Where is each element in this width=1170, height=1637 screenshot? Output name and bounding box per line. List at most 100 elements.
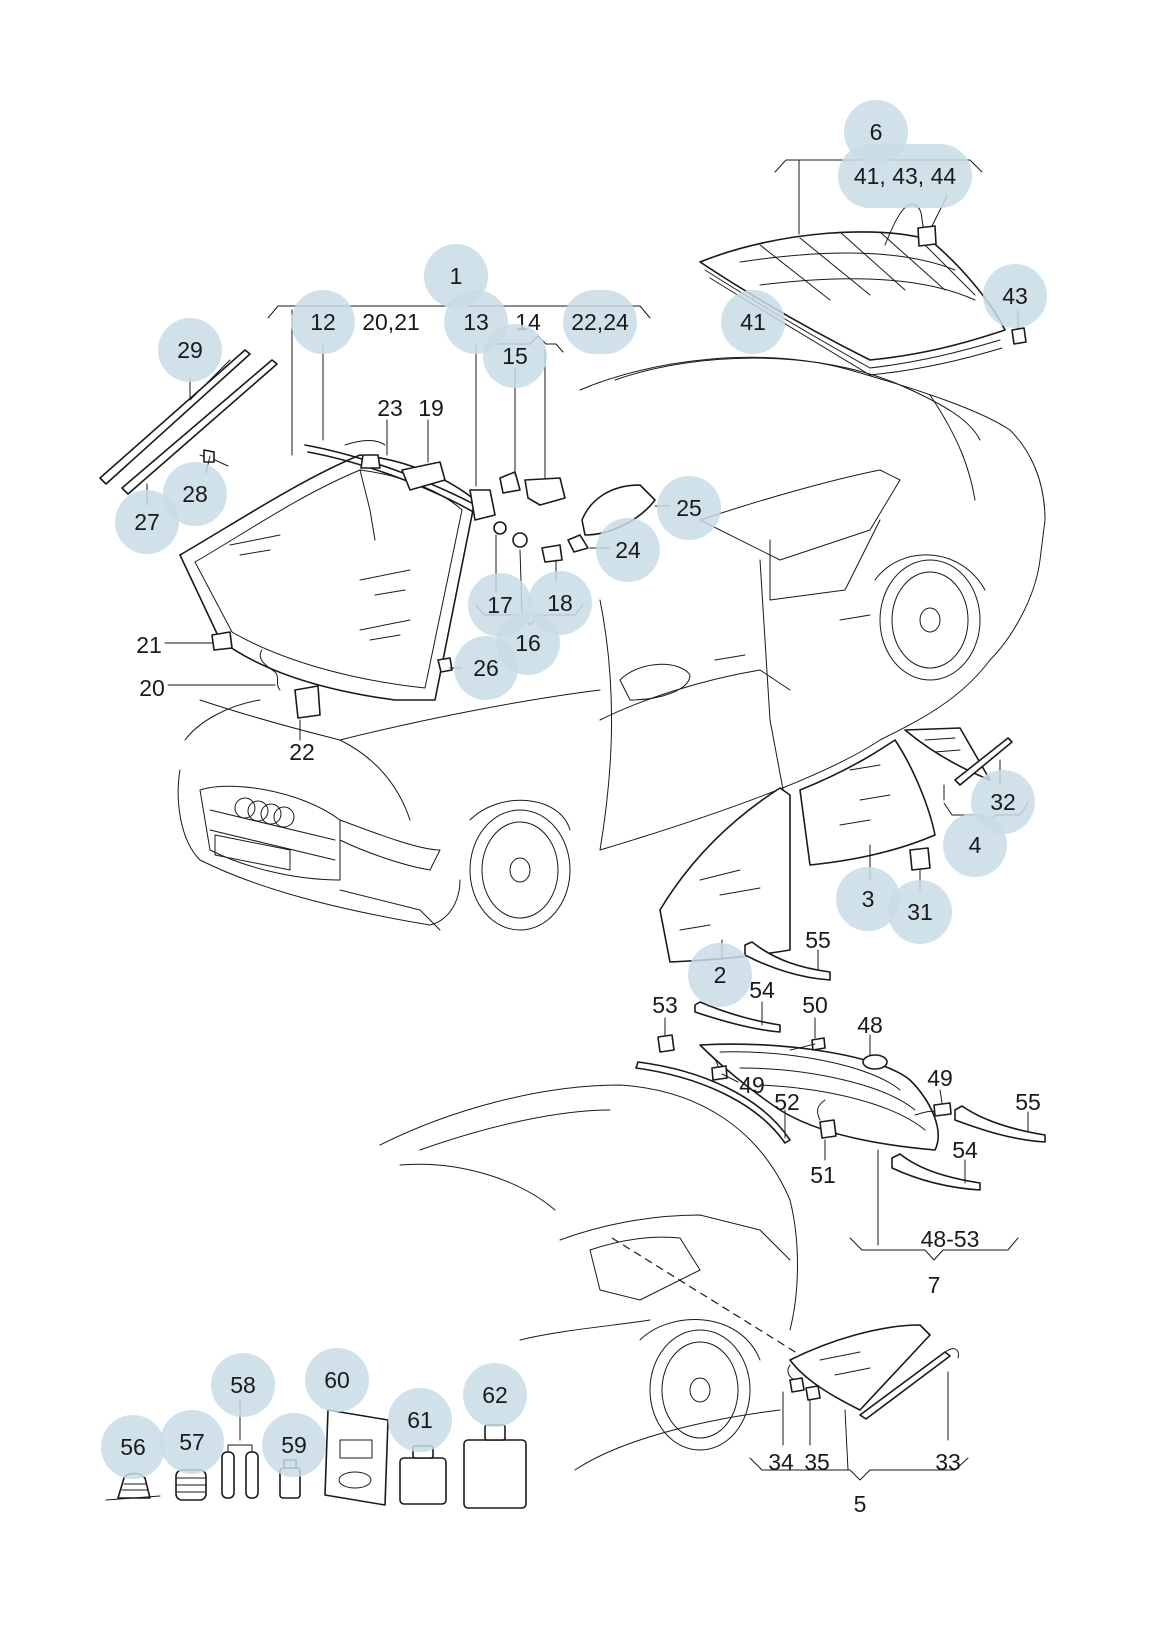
callout-highlight — [305, 1348, 369, 1412]
callout-c56: 56 — [101, 1415, 165, 1479]
callout-c15: 15 — [483, 324, 547, 388]
callout-number: 35 — [804, 1449, 830, 1475]
callout-number: 34 — [768, 1449, 794, 1475]
callout-c41_43_44: 41, 43, 44 — [838, 144, 972, 208]
callout-number: 56 — [120, 1434, 146, 1460]
callout-highlight — [563, 290, 637, 354]
rear-window-leaders — [664, 949, 1029, 1261]
callout-c54a: 54 — [749, 977, 775, 1003]
callout-highlight — [483, 324, 547, 388]
callout-number: 18 — [547, 590, 573, 616]
callout-number: 19 — [418, 395, 444, 421]
callout-c28: 28 — [163, 462, 227, 526]
callout-number: 26 — [473, 655, 499, 681]
callout-highlight — [454, 636, 518, 700]
callout-number: 41, 43, 44 — [854, 163, 957, 189]
rear-quarter-glass — [787, 1324, 959, 1420]
callout-c58: 58 — [211, 1353, 275, 1417]
callout-number: 55 — [805, 927, 831, 953]
callout-number: 20,21 — [362, 309, 420, 335]
callout-number: 6 — [870, 119, 883, 145]
callout-c7: 7 — [928, 1272, 941, 1298]
callout-highlight — [262, 1413, 326, 1477]
callout-number: 43 — [1002, 283, 1028, 309]
callout-number: 58 — [230, 1372, 256, 1398]
callout-highlight — [291, 290, 355, 354]
callout-c61: 61 — [388, 1388, 452, 1452]
callout-number: 52 — [774, 1089, 800, 1115]
door-glass-parts — [659, 727, 1013, 963]
callout-c23: 23 — [377, 395, 403, 421]
callout-c48_53: 48-53 — [921, 1226, 980, 1252]
rear-window-assembly — [635, 941, 1046, 1191]
callout-number: 12 — [310, 309, 336, 335]
callout-c49a: 49 — [739, 1072, 765, 1098]
callout-c52: 52 — [774, 1089, 800, 1115]
callout-c22_24: 22,24 — [563, 290, 637, 354]
callout-number: 57 — [179, 1429, 205, 1455]
callout-number: 51 — [810, 1162, 836, 1188]
callout-highlight — [211, 1353, 275, 1417]
car-rear-outline — [379, 1084, 801, 1471]
callout-number: 22 — [289, 739, 315, 765]
callout-number: 55 — [1015, 1089, 1041, 1115]
callout-c29: 29 — [158, 318, 222, 382]
callout-number: 49 — [927, 1065, 953, 1091]
callout-highlight — [888, 880, 952, 944]
callout-number: 25 — [676, 495, 702, 521]
callout-c55b: 55 — [1015, 1089, 1041, 1115]
callout-highlight — [943, 813, 1007, 877]
callout-number: 5 — [854, 1491, 867, 1517]
callout-number: 53 — [652, 992, 678, 1018]
callout-highlight — [388, 1388, 452, 1452]
callout-number: 48 — [857, 1012, 883, 1038]
callout-number: 29 — [177, 337, 203, 363]
callout-c41: 41 — [721, 290, 785, 354]
callout-number: 21 — [136, 632, 162, 658]
callout-number: 60 — [324, 1367, 350, 1393]
callout-number: 2 — [714, 962, 727, 988]
callout-c20: 20 — [139, 675, 165, 701]
callout-number: 49 — [739, 1072, 765, 1098]
callout-number: 54 — [952, 1137, 978, 1163]
callout-highlight — [596, 518, 660, 582]
callout-c43: 43 — [983, 264, 1047, 328]
callout-c22: 22 — [289, 739, 315, 765]
callout-number: 24 — [615, 537, 641, 563]
callout-number: 4 — [969, 832, 982, 858]
callout-c60: 60 — [305, 1348, 369, 1412]
callout-highlight — [158, 318, 222, 382]
callout-c33: 33 — [935, 1449, 961, 1475]
callout-c57: 57 — [160, 1410, 224, 1474]
callout-c2: 2 — [688, 943, 752, 1007]
callout-c24: 24 — [596, 518, 660, 582]
callout-number: 31 — [907, 899, 933, 925]
callout-number: 15 — [502, 343, 528, 369]
callout-number: 22,24 — [571, 309, 629, 335]
callout-highlight — [836, 867, 900, 931]
callout-c12: 12 — [291, 290, 355, 354]
callout-number: 7 — [928, 1272, 941, 1298]
callout-number: 17 — [487, 592, 513, 618]
callout-c59: 59 — [262, 1413, 326, 1477]
callout-c27: 27 — [115, 490, 179, 554]
callout-highlight — [688, 943, 752, 1007]
callout-number: 61 — [407, 1407, 433, 1433]
car-front-outline — [177, 356, 1046, 931]
callout-highlight — [101, 1415, 165, 1479]
callout-number: 32 — [990, 789, 1016, 815]
windshield-small-parts — [211, 440, 656, 719]
callout-number: 28 — [182, 481, 208, 507]
callout-number: 48-53 — [921, 1226, 980, 1252]
callout-number: 3 — [862, 886, 875, 912]
callout-c21: 21 — [136, 632, 162, 658]
callout-number: 41 — [740, 309, 766, 335]
callout-c54b: 54 — [952, 1137, 978, 1163]
callout-highlight — [163, 462, 227, 526]
callout-c49b: 49 — [927, 1065, 953, 1091]
callout-c55a: 55 — [805, 927, 831, 953]
callout-c50: 50 — [802, 992, 828, 1018]
callout-number: 54 — [749, 977, 775, 1003]
